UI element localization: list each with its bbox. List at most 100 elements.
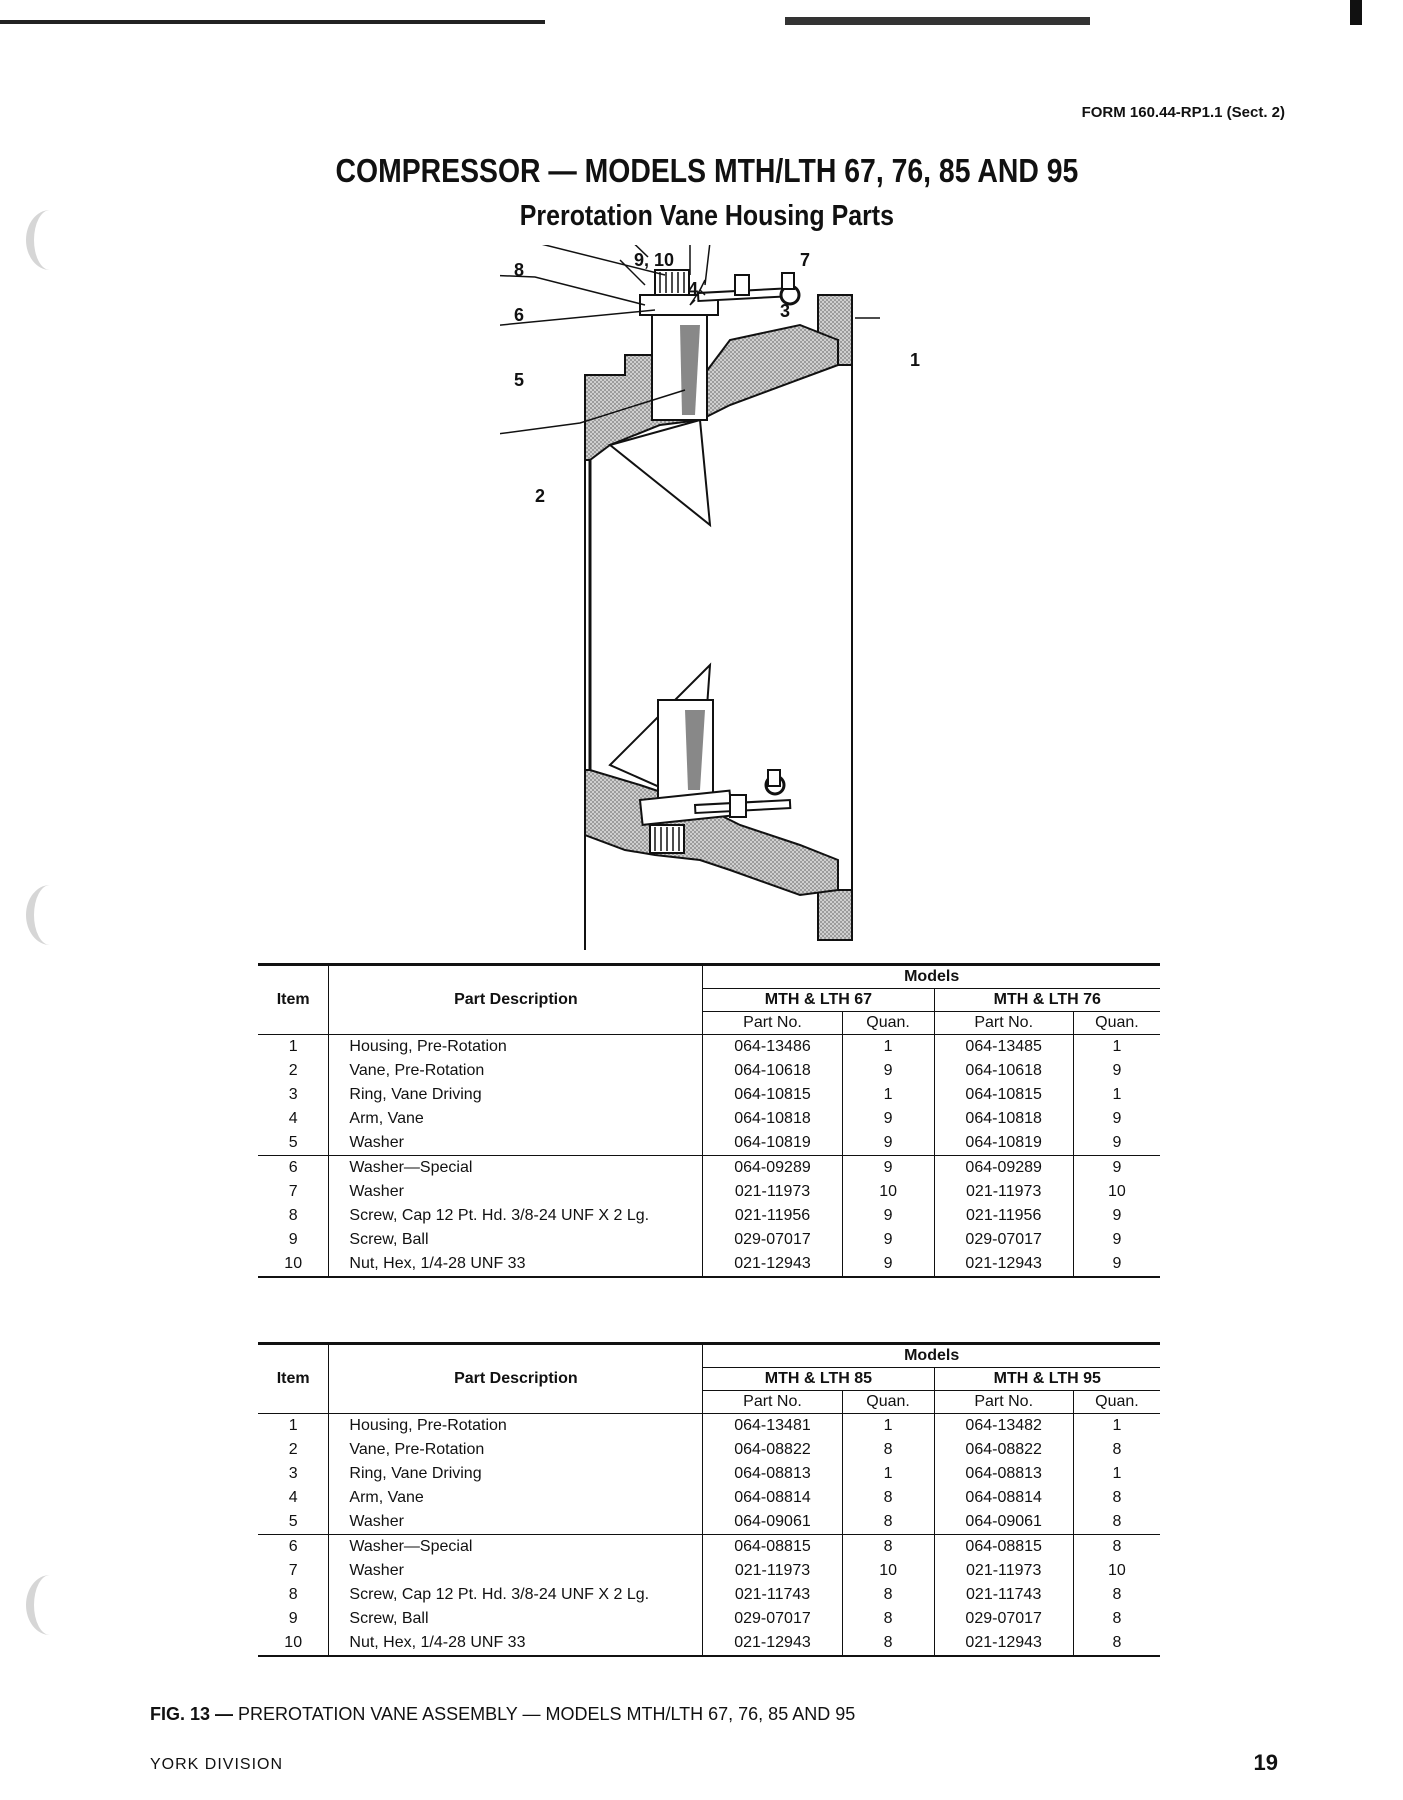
description-cell: Housing, Pre-Rotation: [328, 1034, 703, 1059]
part-number-cell: 029-07017: [702, 1228, 843, 1252]
description-cell: Nut, Hex, 1/4-28 UNF 33: [328, 1252, 703, 1277]
description-cell: Arm, Vane: [328, 1107, 703, 1131]
part-number-cell: 064-10819: [933, 1131, 1074, 1156]
quantity-cell: 9: [1072, 1155, 1160, 1180]
part-number-cell: 021-12943: [702, 1252, 843, 1277]
part-number-cell: 021-11956: [933, 1204, 1074, 1228]
item-cell: 9: [288, 1231, 298, 1248]
quantity-cell: 8: [1072, 1607, 1160, 1631]
part-number-cell: 064-09289: [702, 1155, 843, 1180]
model-95-header: MTH & LTH 95: [933, 1367, 1160, 1391]
quantity-cell: 9: [1072, 1204, 1160, 1228]
page-subtitle: Prerotation Vane Housing Parts: [519, 200, 894, 232]
part-number-cell: 064-10818: [933, 1107, 1074, 1131]
item-cell: 3: [288, 1465, 298, 1482]
quantity-cell: 9: [841, 1228, 935, 1252]
item-cell: 1: [288, 1038, 298, 1055]
callout-6: 6: [514, 305, 525, 325]
description-cell: Screw, Ball: [328, 1607, 703, 1631]
part-number-cell: 064-09061: [933, 1510, 1074, 1535]
part-number-cell: 064-10815: [933, 1083, 1074, 1107]
quantity-cell: 8: [841, 1534, 935, 1559]
model-76-header: MTH & LTH 76: [933, 988, 1160, 1012]
part-number-cell: 029-07017: [933, 1228, 1074, 1252]
quantity-cell: 1: [1072, 1462, 1160, 1486]
figure-number: FIG. 13 —: [150, 1704, 234, 1724]
part-number-cell: 021-11743: [933, 1583, 1074, 1607]
part-number-cell: 029-07017: [933, 1607, 1074, 1631]
model-67-header: MTH & LTH 67: [702, 988, 935, 1012]
part-number-cell: 029-07017: [702, 1607, 843, 1631]
page-number: 19: [1253, 1750, 1278, 1775]
part-number-cell: 064-08815: [702, 1534, 843, 1559]
footer-division: YORK DIVISION: [150, 1756, 284, 1773]
col-item-header: Item: [276, 991, 310, 1008]
item-cell: 2: [288, 1062, 298, 1079]
part-number-cell: 064-08822: [933, 1438, 1074, 1462]
quantity-cell: 9: [1072, 1059, 1160, 1083]
description-cell: Screw, Ball: [328, 1228, 703, 1252]
part-number-cell: 021-11956: [702, 1204, 843, 1228]
quantity-cell: 8: [841, 1510, 935, 1535]
col-desc-header: Part Description: [328, 1343, 703, 1414]
quantity-cell: 9: [841, 1252, 935, 1277]
binder-hole: [26, 210, 74, 270]
part-number-cell: 021-11973: [933, 1180, 1074, 1204]
top-rule-left: [0, 20, 545, 24]
quantity-cell: 1: [1072, 1413, 1160, 1438]
part-number-cell: 021-12943: [702, 1631, 843, 1656]
callout-1: 1: [910, 350, 921, 370]
quantity-cell: 8: [1072, 1438, 1160, 1462]
quantity-cell: 8: [841, 1486, 935, 1510]
quantity-cell: 9: [1072, 1228, 1160, 1252]
part-no-header: Part No.: [702, 1390, 843, 1414]
vane-upper: [607, 418, 712, 528]
description-cell: Ring, Vane Driving: [328, 1083, 703, 1107]
part-number-cell: 021-11743: [702, 1583, 843, 1607]
parts-table-67-76: Item Part Description Models MTH & LTH 6…: [258, 963, 1160, 1278]
callout-2: 2: [535, 486, 546, 506]
item-cell: 4: [288, 1110, 298, 1127]
item-cell: 8: [288, 1586, 298, 1603]
description-cell: Washer—Special: [328, 1534, 703, 1559]
quan-header: Quan.: [841, 1390, 935, 1414]
item-cell: 9: [288, 1610, 298, 1627]
quantity-cell: 8: [841, 1607, 935, 1631]
callout-8: 8: [514, 260, 525, 280]
part-number-cell: 064-09061: [702, 1510, 843, 1535]
description-cell: Housing, Pre-Rotation: [328, 1413, 703, 1438]
quantity-cell: 8: [841, 1631, 935, 1656]
description-cell: Nut, Hex, 1/4-28 UNF 33: [328, 1631, 703, 1656]
item-cell: 5: [288, 1134, 298, 1151]
callout-9-10: 9, 10: [634, 250, 675, 270]
quantity-cell: 9: [841, 1204, 935, 1228]
col-item-header: Item: [276, 1370, 310, 1387]
item-cell: 5: [288, 1513, 298, 1530]
quantity-cell: 1: [1072, 1083, 1160, 1107]
item-cell: 6: [258, 1534, 329, 1559]
quantity-cell: 1: [841, 1083, 935, 1107]
model-85-header: MTH & LTH 85: [702, 1367, 935, 1391]
quantity-cell: 10: [841, 1559, 935, 1583]
item-cell: 2: [288, 1441, 298, 1458]
part-number-cell: 064-13486: [702, 1034, 843, 1059]
quantity-cell: 1: [1072, 1034, 1160, 1059]
item-cell: 1: [288, 1417, 298, 1434]
part-number-cell: 021-11973: [702, 1559, 843, 1583]
part-number-cell: 064-08822: [702, 1438, 843, 1462]
part-number-cell: 021-11973: [933, 1559, 1074, 1583]
callout-7: 7: [800, 250, 811, 270]
item-cell: 7: [288, 1562, 298, 1579]
